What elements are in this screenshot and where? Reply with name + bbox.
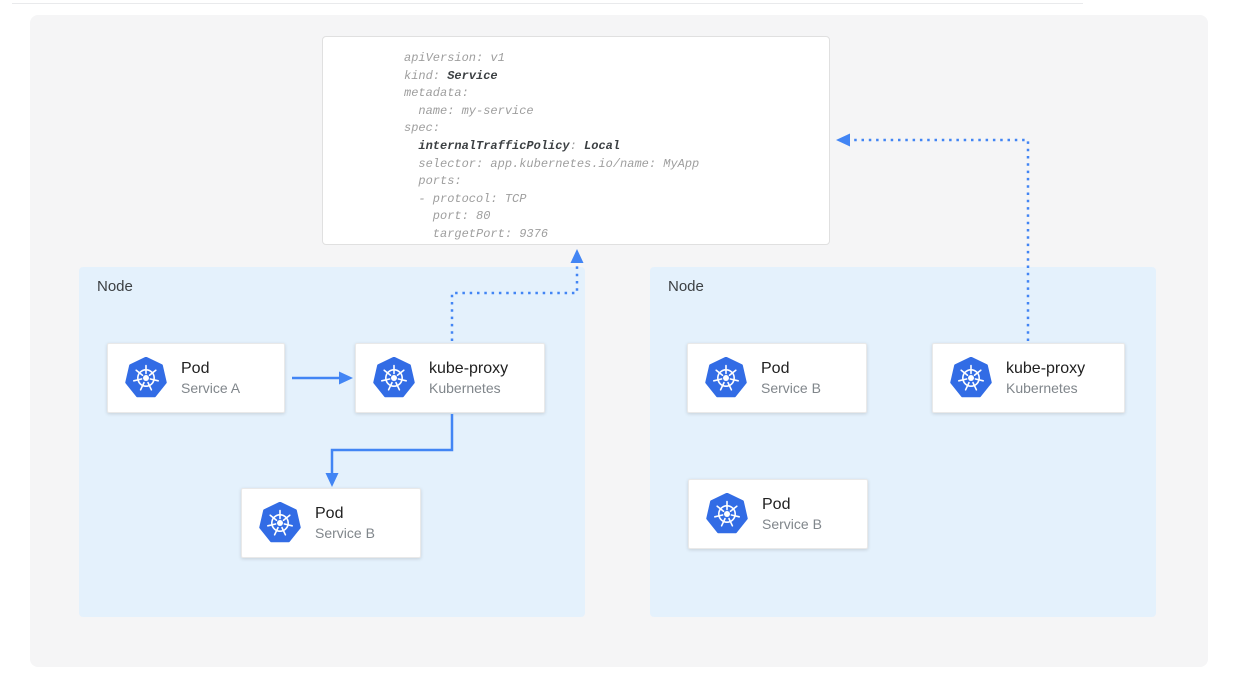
node-label: Node [97,278,133,295]
yaml-line: selector: app.kubernetes.io/name: MyApp [404,156,700,171]
component-subtitle: Kubernetes [1006,380,1078,396]
component-subtitle: Service B [762,516,822,532]
component-card-kube-proxy-right: kube-proxy Kubernetes [932,343,1125,413]
component-subtitle: Service A [181,380,241,396]
component-subtitle: Service B [761,380,821,396]
kubernetes-icon [704,357,748,399]
component-card-text: Pod Service A [181,358,240,398]
yaml-line: - protocol: TCP [404,191,527,206]
component-card-text: Pod Service B [761,358,821,398]
yaml-line: spec: [404,121,441,136]
kubernetes-icon [258,502,302,544]
top-divider [12,3,1083,4]
yaml-config-card: apiVersion: v1 kind: Service metadata: n… [322,36,830,245]
yaml-line: metadata: [404,86,469,101]
component-title: kube-proxy [429,360,509,377]
component-card-pod-service-b-right-2: Pod Service B [688,479,868,549]
component-card-text: Pod Service B [762,494,822,534]
component-title: Pod [762,496,791,513]
component-card-kube-proxy-left: kube-proxy Kubernetes [355,343,545,413]
component-card-text: kube-proxy Kubernetes [1006,358,1085,398]
kubernetes-icon [949,357,993,399]
node-panel-right: Node [650,267,1156,617]
node-label: Node [668,278,704,295]
component-card-pod-service-b-right-1: Pod Service B [687,343,867,413]
component-card-pod-service-b-left: Pod Service B [241,488,421,558]
yaml-line: name: my-service [404,103,534,118]
component-title: Pod [181,360,210,377]
yaml-line: apiVersion: v1 [404,51,505,65]
yaml-line: kind: Service [404,68,498,83]
component-card-text: kube-proxy Kubernetes [429,358,508,398]
component-title: kube-proxy [1006,360,1086,377]
component-title: Pod [761,360,790,377]
yaml-line: ports: [404,174,462,189]
kubernetes-icon [372,357,416,399]
yaml-line: targetPort: 9376 [404,226,549,241]
component-title: Pod [315,505,344,522]
component-subtitle: Kubernetes [429,380,501,396]
yaml-line: internalTrafficPolicy: Local [418,138,621,153]
kubernetes-icon [705,493,749,535]
component-card-text: Pod Service B [315,503,375,543]
yaml-line: port: 80 [404,209,491,224]
kubernetes-icon [124,357,168,399]
node-panel-left: Node [79,267,585,617]
component-card-pod-service-a: Pod Service A [107,343,285,413]
component-subtitle: Service B [315,525,375,541]
